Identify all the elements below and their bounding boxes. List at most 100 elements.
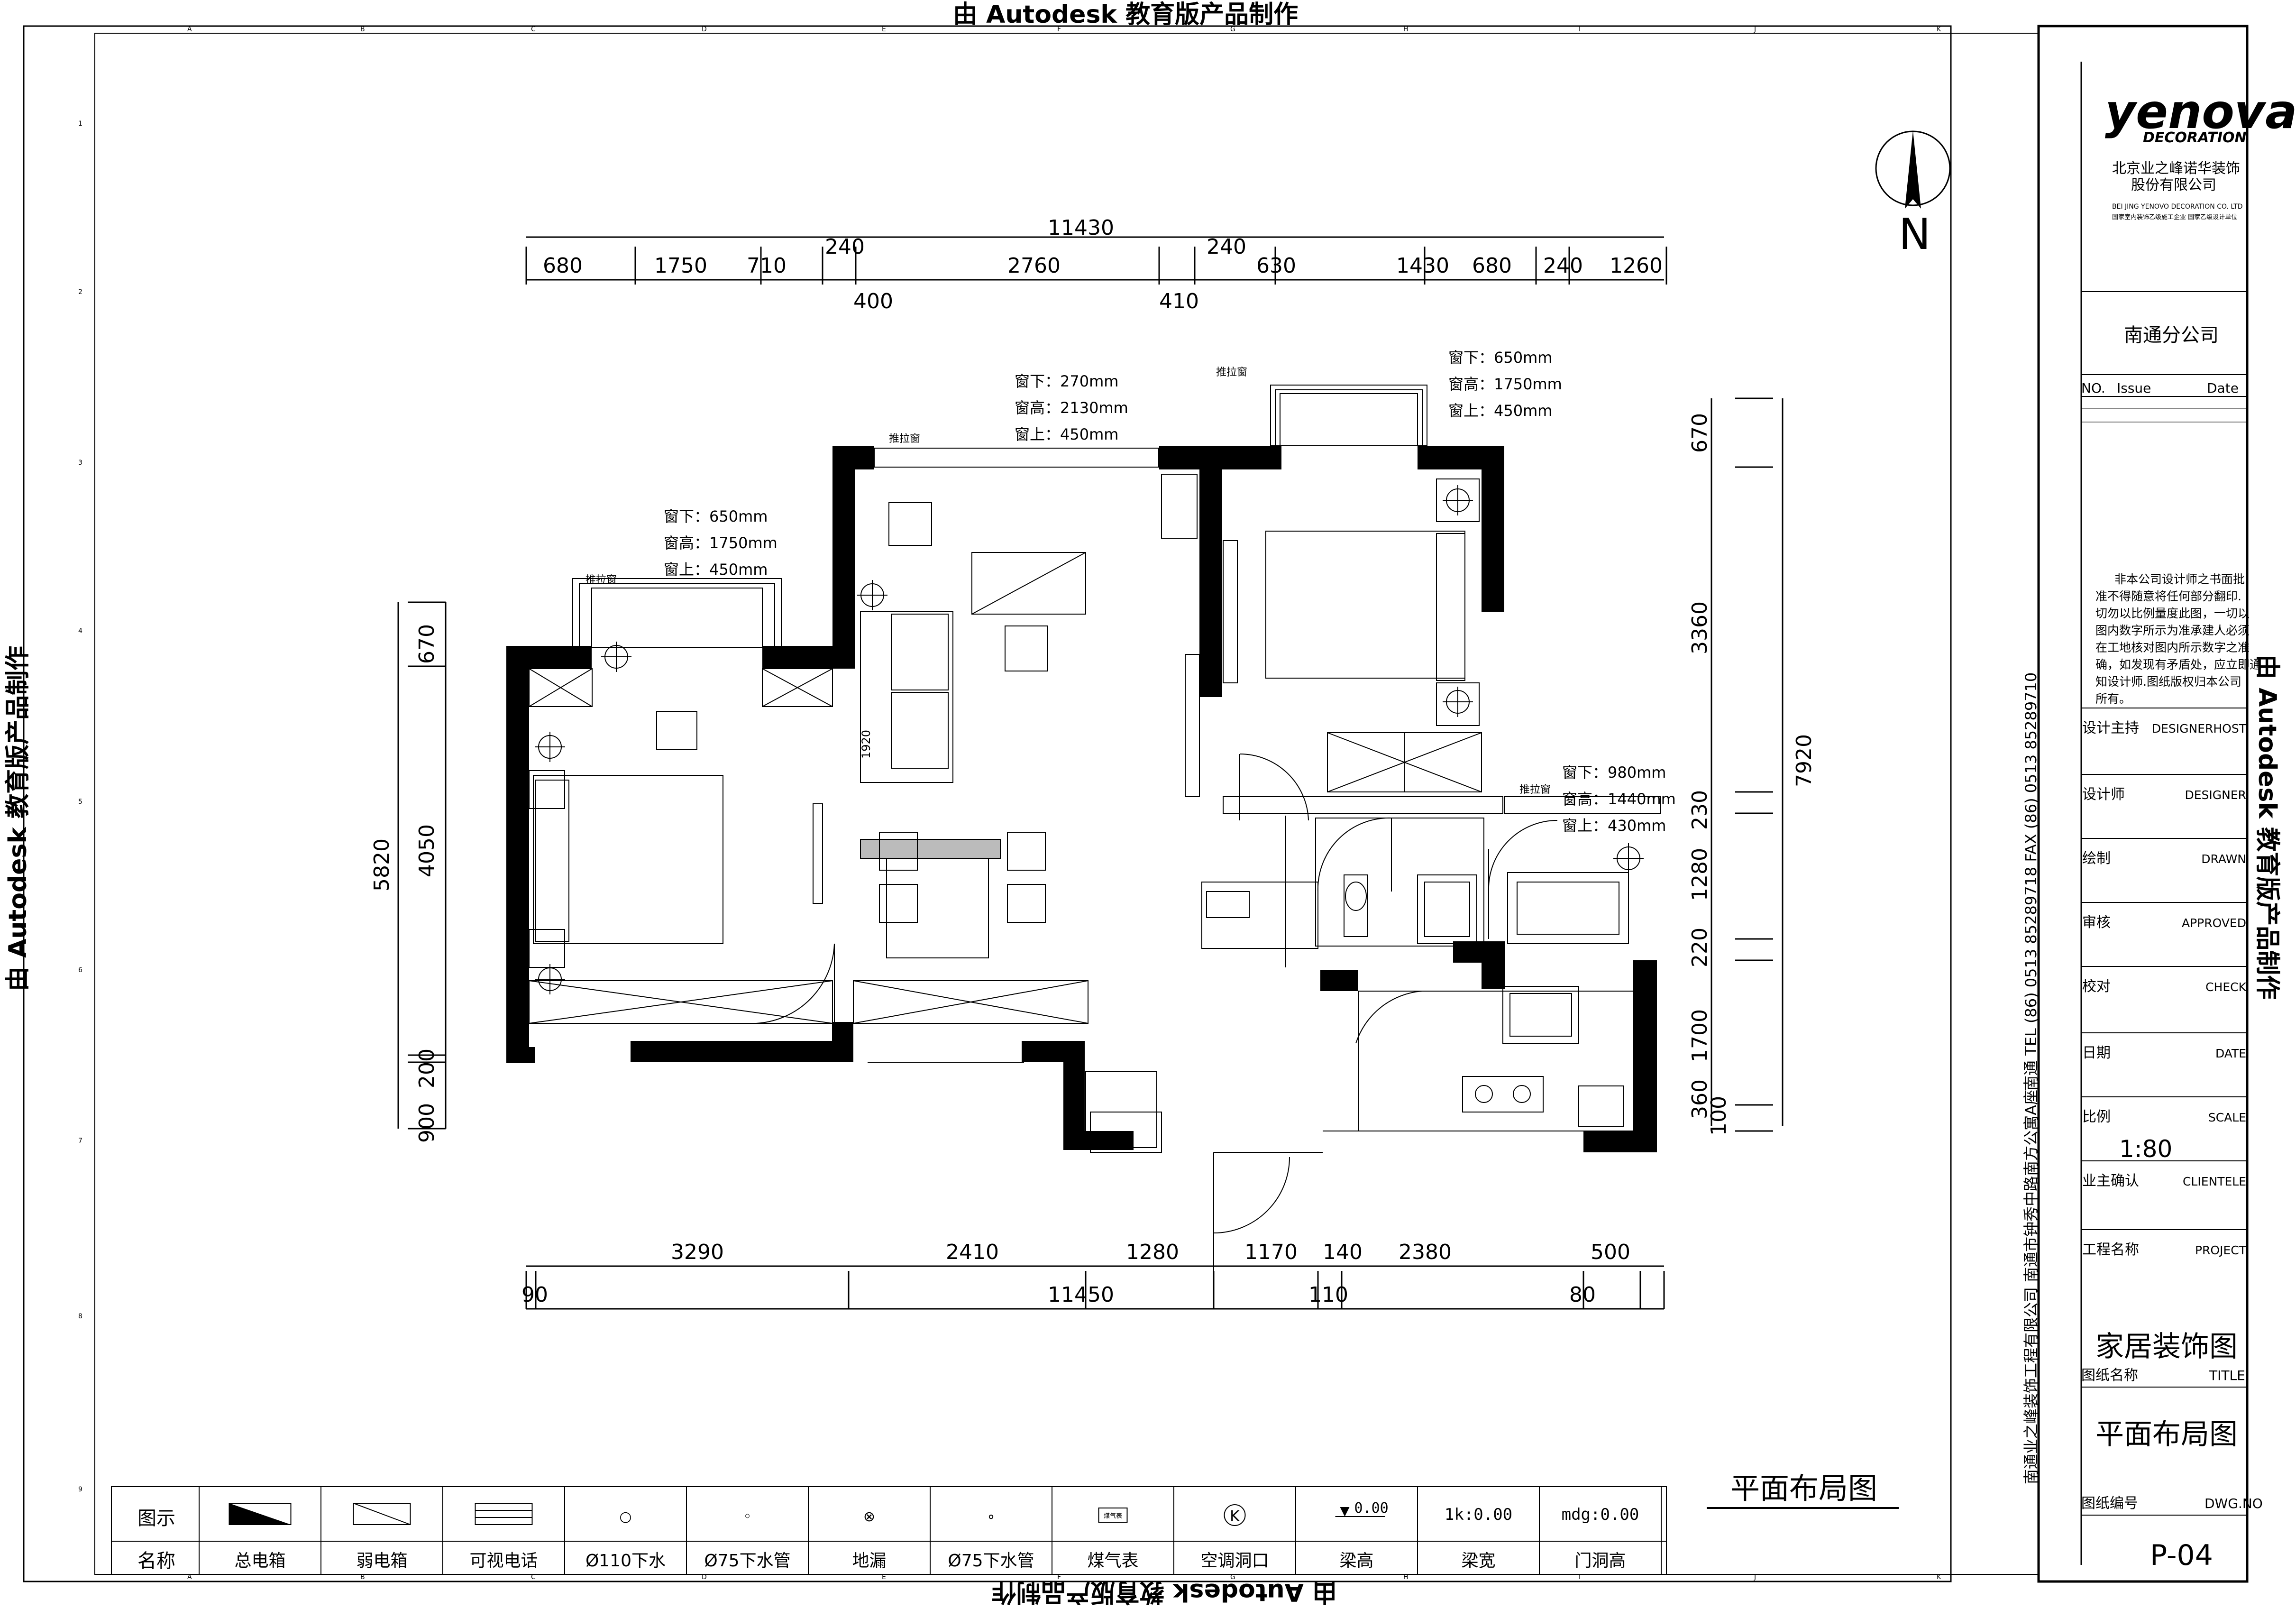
bottom-dim-value: 500 [1591, 1240, 1630, 1264]
scale-value: 1:80 [2119, 1135, 2172, 1163]
plan-linework [529, 385, 1661, 1271]
grid-number-left: 9 [78, 1486, 82, 1493]
legend-symbol-text: mdg:0.00 [1562, 1505, 1639, 1524]
right-dim-value: 3360 [1688, 601, 1712, 654]
window-note-line: 窗上：430mm [1562, 817, 1666, 835]
bottom-dim-value: 110 [1308, 1283, 1348, 1307]
main-panel-symbol [229, 1503, 291, 1525]
legend-name: Ø75下水管 [948, 1551, 1034, 1571]
bottom-total-dim: 11450 [1048, 1283, 1114, 1307]
sliding-window-label-2: 推拉窗 [889, 433, 920, 445]
title-row-cn: 校对 [2082, 978, 2111, 995]
vertical-contact: 南通 TEL (86) 0513 85289718 FAX (86) 0513 … [2022, 672, 2040, 1091]
title-row-en: DATE [2215, 1047, 2246, 1060]
notice-line: 知设计师.图纸版权归本公司 [2095, 675, 2241, 689]
company-tagline: 国家室内装饰乙级施工企业 国家乙级设计单位 [2112, 213, 2237, 221]
kitchen-dim-1920: 1920 [860, 730, 873, 759]
top-dim-value: 710 [747, 254, 787, 278]
company-logo-sub: DECORATION [2143, 129, 2247, 146]
top-dim-value: 410 [1159, 289, 1199, 313]
grid-letter-top: B [360, 26, 365, 33]
sliding-window-label-1: 推拉窗 [585, 574, 617, 586]
dwg-label-cn: 图纸编号 [2081, 1495, 2138, 1512]
grid-letter-bottom: A [187, 1573, 192, 1581]
top-dim-value: 1430 [1396, 254, 1449, 278]
window-note-line: 窗高：1440mm [1562, 790, 1676, 808]
top-dim-value: 630 [1256, 254, 1296, 278]
left-dim-value: 900 [415, 1103, 439, 1143]
window-note-line: 窗高：1750mm [1448, 375, 1562, 393]
notice-line: 所有。 [2095, 692, 2131, 706]
legend-name: 可视电话 [469, 1551, 538, 1571]
grid-letter-bottom: I [1579, 1573, 1581, 1581]
grid-letter-top: H [1403, 26, 1409, 33]
bottom-dim-value: 80 [1569, 1283, 1596, 1307]
watermark-right: 由 Autodesk 教育版产品制作 [2253, 654, 2281, 1000]
grid-letter-top: F [1057, 26, 1061, 33]
plan-title: 平面布局图 [1730, 1471, 1877, 1506]
door-swings [756, 754, 1558, 1233]
grid-letter-bottom: B [360, 1573, 365, 1581]
legend-symbol: ○ [619, 1508, 631, 1525]
right-total-dim: 7920 [1792, 734, 1816, 787]
grid-letter-top: D [702, 26, 707, 33]
branch-name: 南通分公司 [2124, 324, 2219, 346]
beam-height-value: 0.00 [1354, 1500, 1389, 1517]
grid-number-left: 6 [78, 966, 82, 974]
grid-letter-top: K [1937, 26, 1941, 33]
title-row-en: APPROVED [2182, 916, 2246, 930]
legend-symbol: ⊗ [863, 1508, 875, 1525]
weak-panel-symbol [353, 1503, 411, 1525]
title-row-cn: 业主确认 [2082, 1173, 2139, 1189]
title-row-cn: 比例 [2082, 1109, 2111, 1125]
window-note-line: 窗高：2130mm [1015, 399, 1128, 417]
legend-name: 弱电箱 [356, 1551, 407, 1571]
dimension-lines [397, 236, 1784, 1310]
top-dim-value: 680 [1472, 254, 1512, 278]
title-row-cn: 审核 [2082, 914, 2111, 931]
bottom-dim-value: 2410 [946, 1240, 999, 1264]
ac-hole-symbol-letter: K [1230, 1507, 1240, 1525]
bottom-dim-value: 1170 [1244, 1240, 1298, 1264]
grid-number-left: 7 [78, 1137, 82, 1145]
grid-number-left: 2 [78, 288, 82, 296]
bottom-dim-value: 140 [1323, 1240, 1363, 1264]
legend-symbol: ◦ [743, 1508, 752, 1525]
grid-letter-top: A [187, 26, 192, 33]
right-dim-value: 1280 [1688, 848, 1712, 901]
grid-number-left: 1 [78, 120, 82, 128]
right-dim-value: 230 [1688, 790, 1712, 830]
window-note-line: 窗高：1750mm [664, 534, 778, 552]
title-row-cn: 设计师 [2082, 786, 2125, 803]
grid-letter-bottom: D [702, 1573, 707, 1581]
company-logo: yenova [2105, 84, 2296, 139]
grid-letter-bottom: K [1937, 1573, 1941, 1581]
left-dim-value: 200 [415, 1048, 439, 1088]
title-row-en: SCALE [2208, 1111, 2246, 1124]
grid-letter-bottom: E [882, 1573, 886, 1581]
title-block: yenova DECORATION 北京业之峰诺华装饰 股份有限公司 BEI J… [2022, 84, 2296, 1572]
top-dim-value: 1260 [1610, 254, 1663, 278]
title-label-en: TITLE [2209, 1368, 2245, 1383]
notice-line: 准不得随意将任何部分翻印. [2095, 589, 2241, 603]
right-dim-value: 360 [1688, 1079, 1712, 1119]
company-name-cn-2: 股份有限公司 [2131, 177, 2216, 193]
gas-meter-symbol-tag: 煤气表 [1104, 1512, 1122, 1520]
notice-line: 切勿以比例量度此图，一切以 [2095, 607, 2250, 620]
grid-letter-bottom: G [1230, 1573, 1235, 1581]
top-total-dim: 11430 [1048, 216, 1114, 240]
company-name-en: BEI JING YENOVO DECORATION CO. LTD [2112, 203, 2243, 211]
title-row-cn: 绘制 [2082, 850, 2111, 867]
top-dim-value: 240 [825, 235, 865, 259]
dwg-label-en: DWG.NO [2205, 1496, 2263, 1511]
bottom-dim-value: 3290 [671, 1240, 724, 1264]
legend-name: Ø110下水 [585, 1551, 666, 1571]
window-note-line: 窗上：450mm [1448, 402, 1552, 420]
ceiling-light-symbols [535, 485, 1644, 994]
legend-row2-head: 名称 [137, 1550, 175, 1572]
window-note-line: 窗下：650mm [664, 507, 768, 525]
grid-letter-top: E [882, 26, 886, 33]
